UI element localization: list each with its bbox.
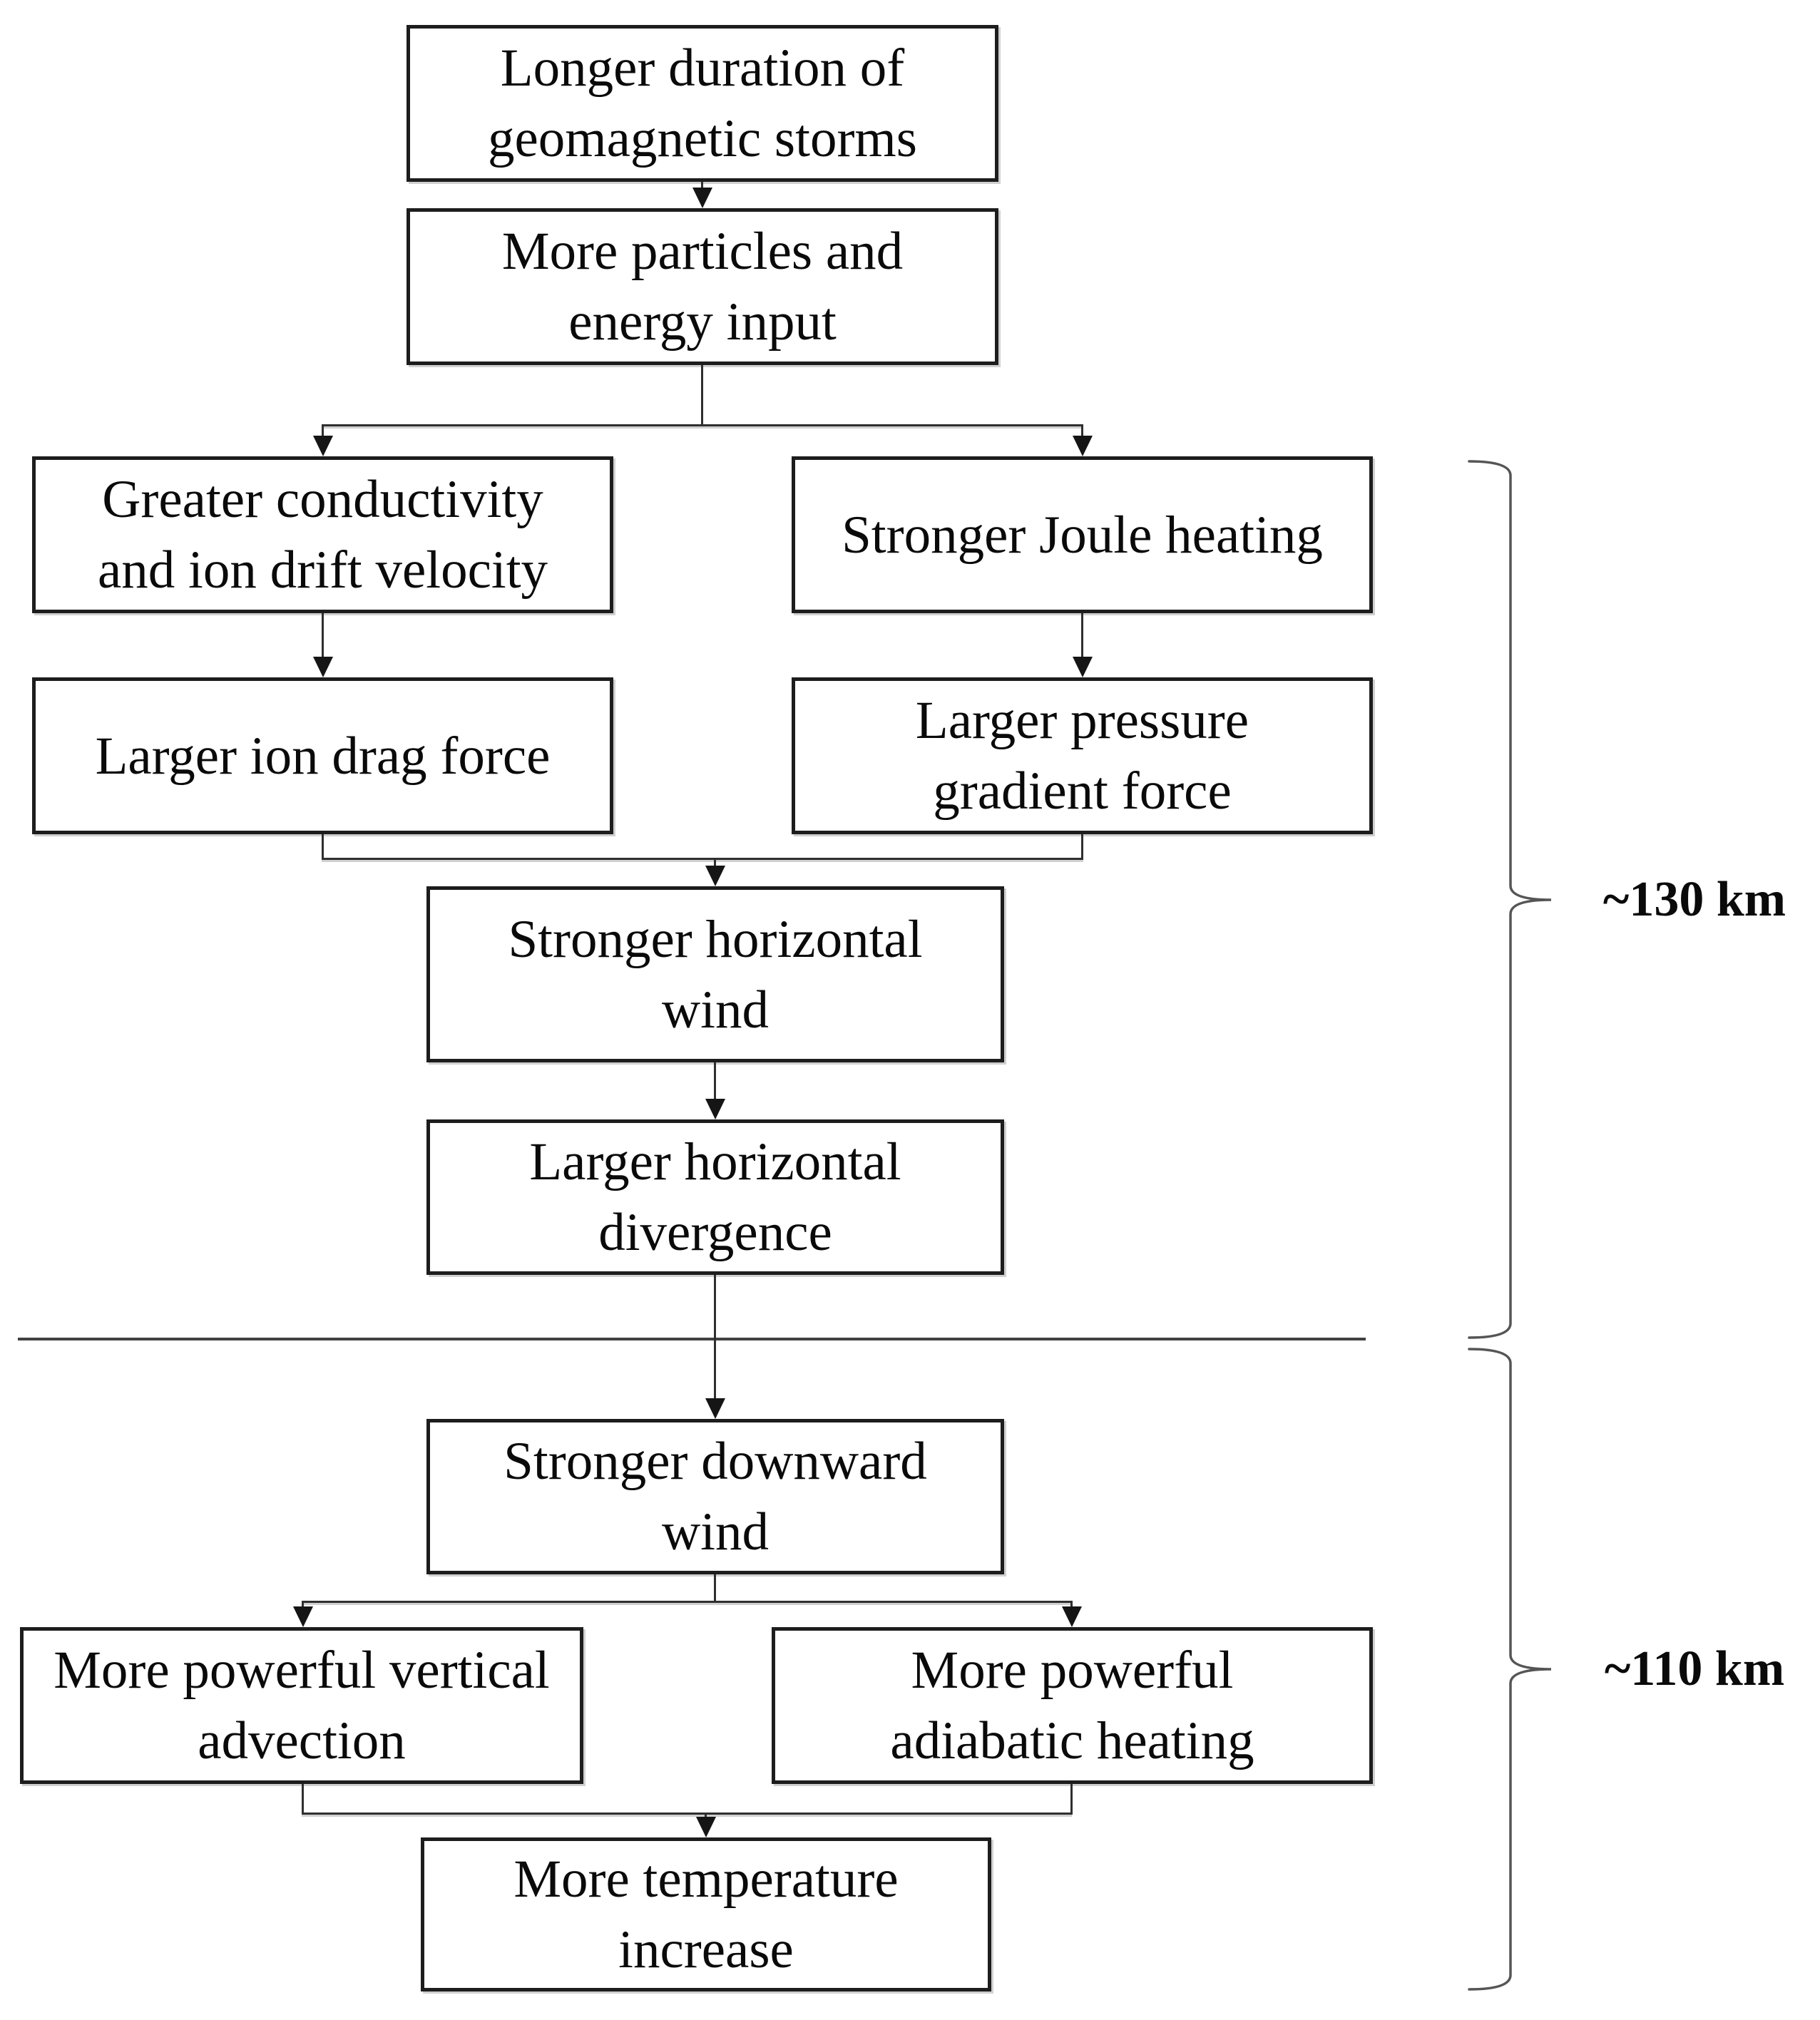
node-text-line: More powerful	[911, 1641, 1234, 1700]
merge-line-lower	[302, 1813, 1072, 1815]
node-more-powerful-adiabatic-heating: More powerful adiabatic heating	[772, 1627, 1373, 1784]
arrowhead-down	[313, 657, 333, 677]
edge-split-right-stem	[1081, 424, 1083, 439]
split-line-lower	[302, 1601, 1072, 1603]
edge-storms-particles-stem	[701, 182, 703, 192]
edge-merge-horizwind-stem	[714, 858, 716, 869]
node-text-line: and ion drift velocity	[97, 540, 548, 600]
edge-merge-temperature-stem	[705, 1813, 707, 1820]
node-text-line: increase	[618, 1920, 794, 1979]
node-more-particles-and-energy-input: More particles and energy input	[407, 208, 998, 365]
arrowhead-down	[696, 1817, 716, 1837]
node-text-line: advection	[198, 1711, 406, 1770]
node-text-line: Stronger downward	[503, 1432, 927, 1491]
node-text-line: Stronger Joule heating	[842, 505, 1323, 565]
edge-joule-pressure-stem	[1081, 613, 1083, 659]
arrowhead-down	[692, 188, 712, 208]
node-text-line: gradient force	[933, 762, 1232, 821]
edge-particles-stub	[701, 365, 703, 426]
node-text-line: Larger pressure	[915, 691, 1249, 750]
node-text-line: Larger ion drag force	[95, 726, 551, 786]
merge-line-upper	[322, 858, 1083, 860]
edge-split2-left-stem	[302, 1601, 304, 1610]
altitude-label-130km: ~130 km	[1602, 872, 1786, 927]
altitude-divider-line	[18, 1338, 1366, 1340]
arrowhead-down	[1073, 436, 1093, 456]
arrowhead-down	[705, 1099, 725, 1119]
node-more-powerful-vertical-advection: More powerful vertical advection	[20, 1627, 583, 1784]
arrowhead-down	[313, 436, 333, 456]
edge-pressure-merge-stub	[1081, 834, 1083, 860]
node-text-line: wind	[662, 980, 769, 1040]
split-line-upper	[322, 424, 1083, 426]
node-stronger-horizontal-wind: Stronger horizontal wind	[426, 886, 1004, 1062]
node-greater-conductivity-ion-drift: Greater conductivity and ion drift veloc…	[32, 456, 613, 613]
node-text-line: wind	[662, 1502, 769, 1562]
altitude-braces	[1468, 460, 1552, 1991]
node-text-line: Longer duration of	[500, 39, 905, 98]
node-stronger-joule-heating: Stronger Joule heating	[792, 456, 1373, 613]
edge-adiabatic-merge-stub	[1070, 1784, 1073, 1815]
altitude-label-110km: ~110 km	[1604, 1641, 1785, 1696]
node-text-line: Stronger horizontal	[508, 909, 923, 969]
node-more-temperature-increase: More temperature increase	[421, 1837, 991, 1991]
edge-divergence-downwind-stem	[714, 1275, 716, 1400]
node-stronger-downward-wind: Stronger downward wind	[426, 1419, 1004, 1574]
node-text-line: energy input	[568, 292, 837, 352]
edge-advection-merge-stub	[302, 1784, 304, 1815]
edge-iondrag-merge-stub	[322, 834, 324, 860]
node-text-line: adiabatic heating	[890, 1711, 1254, 1770]
node-text-line: More powerful vertical	[53, 1641, 550, 1700]
arrowhead-down	[1062, 1606, 1082, 1627]
brace-130km	[1468, 460, 1552, 1339]
node-larger-ion-drag-force: Larger ion drag force	[32, 677, 613, 834]
node-text-line: divergence	[598, 1203, 832, 1262]
arrowhead-down	[293, 1606, 313, 1627]
node-text-line: More particles and	[501, 222, 904, 281]
arrowhead-down	[1073, 657, 1093, 677]
node-text-line: Larger horizontal	[529, 1132, 901, 1191]
node-text-line: More temperature	[513, 1850, 899, 1909]
node-larger-horizontal-divergence: Larger horizontal divergence	[426, 1119, 1004, 1275]
edge-split-left-stem	[322, 424, 324, 439]
node-larger-pressure-gradient-force: Larger pressure gradient force	[792, 677, 1373, 834]
arrowhead-down	[705, 866, 725, 886]
edge-conductivity-iondrag-stem	[322, 613, 324, 659]
node-longer-duration-of-geomagnetic-storms: Longer duration of geomagnetic storms	[407, 25, 998, 182]
edge-horizwind-divergence-stem	[714, 1062, 716, 1101]
node-text-line: geomagnetic storms	[488, 109, 917, 168]
brace-110km	[1468, 1348, 1552, 1991]
node-text-line: Greater conductivity	[102, 470, 543, 529]
edge-downwind-stub	[714, 1574, 716, 1603]
edge-split2-right-stem	[1070, 1601, 1073, 1610]
arrowhead-down	[705, 1398, 725, 1419]
